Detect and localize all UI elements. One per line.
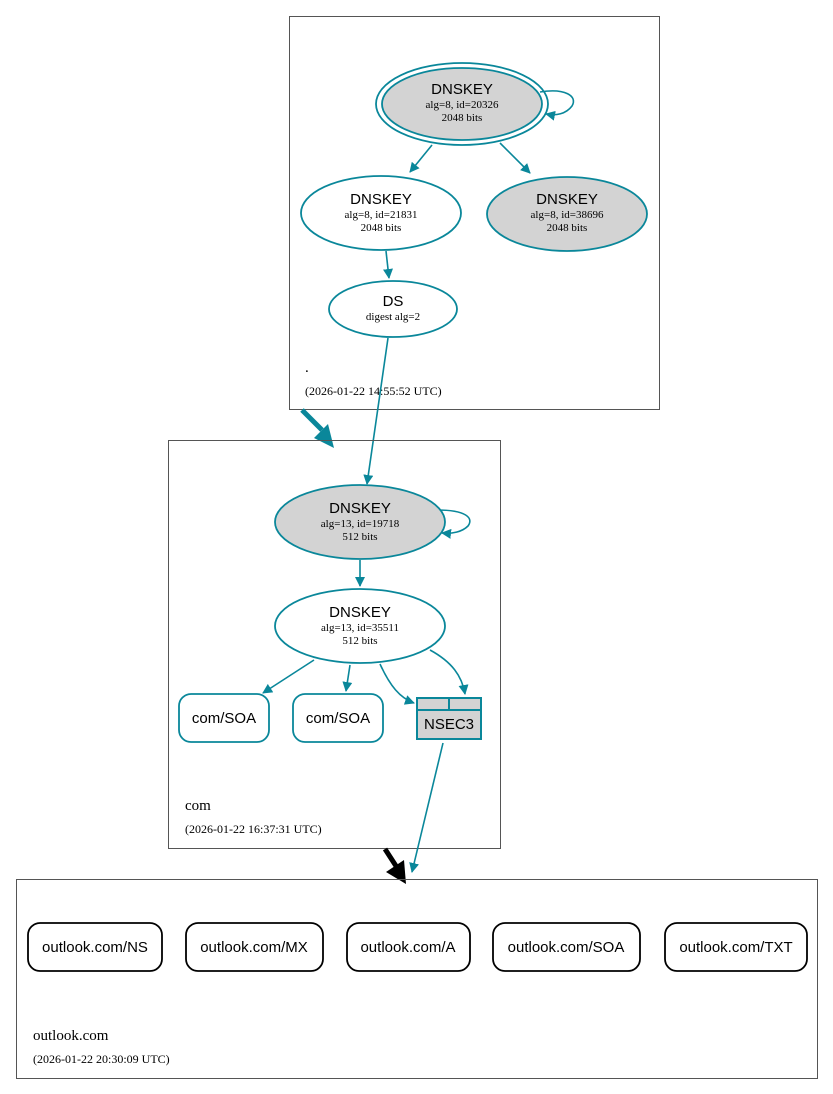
zone-root-box bbox=[289, 16, 660, 410]
com-ksk-alg: alg=13, id=19718 bbox=[321, 518, 400, 530]
root-ds-digest: digest alg=2 bbox=[366, 311, 420, 323]
zone-outlook-box bbox=[16, 879, 818, 1079]
edge-com-zsk-to-nsec3-a bbox=[379, 663, 415, 705]
zone-root: . (2026-01-22 14:55:52 UTC) bbox=[289, 16, 660, 410]
delegation-root-to-com bbox=[300, 408, 334, 448]
root-ds[interactable]: DS digest alg=2 bbox=[328, 280, 458, 338]
delegation-com-outlook-arrow bbox=[386, 860, 406, 884]
root-zsk-bits: 2048 bits bbox=[361, 222, 402, 234]
delegation-com-outlook-line bbox=[382, 847, 399, 868]
com-dnskey-ksk[interactable]: DNSKEY alg=13, id=19718 512 bits bbox=[274, 484, 446, 560]
root-ksk-ellipse bbox=[381, 67, 543, 141]
outlook-ns-rrset[interactable]: outlook.com/NS bbox=[27, 922, 163, 972]
root-key3-bits: 2048 bits bbox=[547, 222, 588, 234]
outlook-a-box bbox=[346, 922, 471, 972]
edge-root-ksk-self bbox=[539, 90, 575, 121]
outlook-txt-rrset[interactable]: outlook.com/TXT bbox=[664, 922, 808, 972]
com-zsk-bits: 512 bits bbox=[342, 635, 377, 647]
outlook-soa-rrset[interactable]: outlook.com/SOA bbox=[492, 922, 641, 972]
root-dnskey-38696[interactable]: DNSKEY alg=8, id=38696 2048 bits bbox=[486, 176, 648, 252]
com-nsec3-label: NSEC3 bbox=[424, 716, 474, 733]
com-ksk-bits: 512 bits bbox=[342, 531, 377, 543]
com-soa-1-box bbox=[178, 693, 270, 743]
edge-ds-to-com-ksk bbox=[363, 337, 389, 485]
edge-com-zsk-to-soa1 bbox=[262, 659, 315, 694]
delegation-root-com-line bbox=[300, 408, 324, 432]
root-dnskey-zsk[interactable]: DNSKEY alg=8, id=21831 2048 bits bbox=[300, 175, 462, 251]
root-ksk-alg: alg=8, id=20326 bbox=[426, 99, 499, 111]
edge-com-zsk-to-soa2 bbox=[342, 664, 353, 692]
root-ksk-bits: 2048 bits bbox=[442, 112, 483, 124]
outlook-ns-box bbox=[27, 922, 163, 972]
zone-outlook-name: outlook.com bbox=[33, 1028, 109, 1044]
edge-com-ksk-self bbox=[436, 509, 471, 539]
root-key3-title: DNSKEY bbox=[536, 191, 598, 208]
outlook-txt-label: outlook.com/TXT bbox=[679, 939, 792, 956]
com-soa-rrset-1[interactable]: com/SOA bbox=[178, 693, 270, 743]
com-soa-rrset-2[interactable]: com/SOA bbox=[292, 693, 384, 743]
root-zsk-title: DNSKEY bbox=[350, 191, 412, 208]
com-soa-2-box bbox=[292, 693, 384, 743]
edge-root-zsk-to-ds bbox=[383, 250, 393, 279]
outlook-soa-box bbox=[492, 922, 641, 972]
delegation-root-com-arrow bbox=[314, 424, 334, 448]
zone-com-name: com bbox=[185, 798, 211, 814]
com-ksk-ellipse bbox=[274, 484, 446, 560]
delegation-com-to-outlook bbox=[382, 847, 406, 884]
root-key3-alg: alg=8, id=38696 bbox=[531, 209, 604, 221]
com-ksk-title: DNSKEY bbox=[329, 500, 391, 517]
root-zsk-alg: alg=8, id=21831 bbox=[345, 209, 418, 221]
zone-root-name: . bbox=[305, 360, 309, 376]
root-ds-title: DS bbox=[383, 293, 404, 310]
edge-nsec3-to-outlook bbox=[409, 742, 444, 873]
root-ksk-outer-ring bbox=[375, 62, 549, 146]
zone-outlook-timestamp: (2026-01-22 20:30:09 UTC) bbox=[33, 1052, 170, 1066]
zone-com-timestamp: (2026-01-22 16:37:31 UTC) bbox=[185, 822, 322, 836]
zone-root-timestamp: (2026-01-22 14:55:52 UTC) bbox=[305, 384, 442, 398]
outlook-mx-label: outlook.com/MX bbox=[200, 939, 308, 956]
edge-root-ksk-to-key3 bbox=[499, 142, 531, 174]
zone-outlook: outlook.com (2026-01-22 20:30:09 UTC) bbox=[16, 879, 818, 1079]
outlook-txt-box bbox=[664, 922, 808, 972]
com-soa-2-label: com/SOA bbox=[306, 710, 370, 727]
outlook-ns-label: outlook.com/NS bbox=[42, 939, 148, 956]
com-edges bbox=[262, 509, 471, 705]
root-edges bbox=[383, 90, 575, 279]
outlook-mx-box bbox=[185, 922, 324, 972]
edge-com-zsk-to-nsec3-b bbox=[429, 649, 469, 695]
com-dnskey-zsk[interactable]: DNSKEY alg=13, id=35511 512 bits bbox=[274, 588, 446, 664]
outlook-a-rrset[interactable]: outlook.com/A bbox=[346, 922, 471, 972]
root-ksk-title: DNSKEY bbox=[431, 81, 493, 98]
root-dnskey-ksk[interactable]: DNSKEY alg=8, id=20326 2048 bits bbox=[375, 62, 549, 146]
root-ds-ellipse bbox=[328, 280, 458, 338]
root-zsk-ellipse bbox=[300, 175, 462, 251]
outlook-mx-rrset[interactable]: outlook.com/MX bbox=[185, 922, 324, 972]
outlook-a-label: outlook.com/A bbox=[360, 939, 455, 956]
com-soa-1-label: com/SOA bbox=[192, 710, 256, 727]
edge-root-ksk-to-zsk bbox=[409, 144, 433, 173]
root-key3-ellipse bbox=[486, 176, 648, 252]
zone-com-box bbox=[168, 440, 501, 849]
zone-com: com (2026-01-22 16:37:31 UTC) bbox=[168, 440, 501, 849]
com-zsk-alg: alg=13, id=35511 bbox=[321, 622, 399, 634]
com-zsk-ellipse bbox=[274, 588, 446, 664]
outlook-soa-label: outlook.com/SOA bbox=[508, 939, 625, 956]
com-nsec3[interactable]: NSEC3 bbox=[416, 697, 482, 740]
com-zsk-title: DNSKEY bbox=[329, 604, 391, 621]
